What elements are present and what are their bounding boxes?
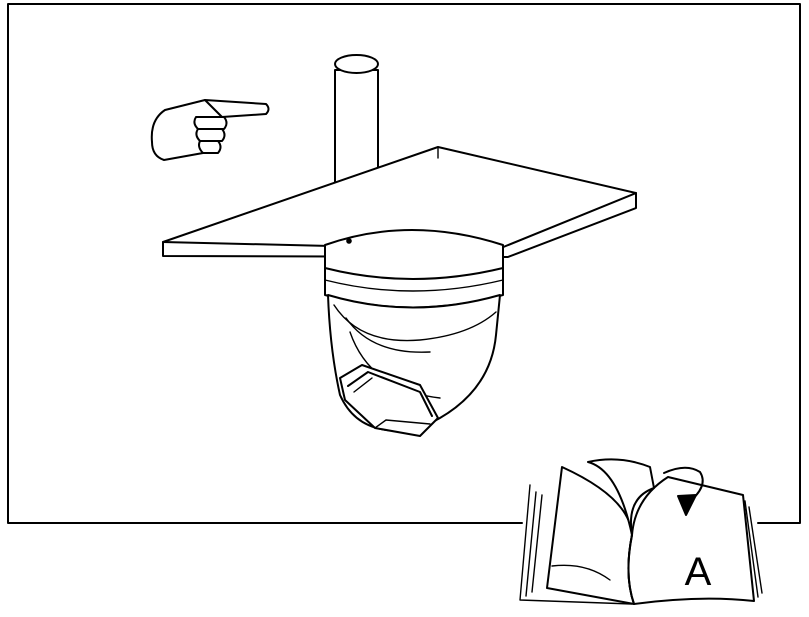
lens-housing <box>339 364 439 437</box>
pointing-hand-icon <box>150 99 270 161</box>
diagram-frame <box>7 3 801 524</box>
page-letter: A <box>685 550 712 594</box>
dome-camera <box>324 229 504 437</box>
mounting-pole <box>334 54 379 186</box>
open-book-icon <box>519 458 763 605</box>
camera-screw <box>346 238 352 244</box>
curved-arrow-icon <box>663 466 704 516</box>
